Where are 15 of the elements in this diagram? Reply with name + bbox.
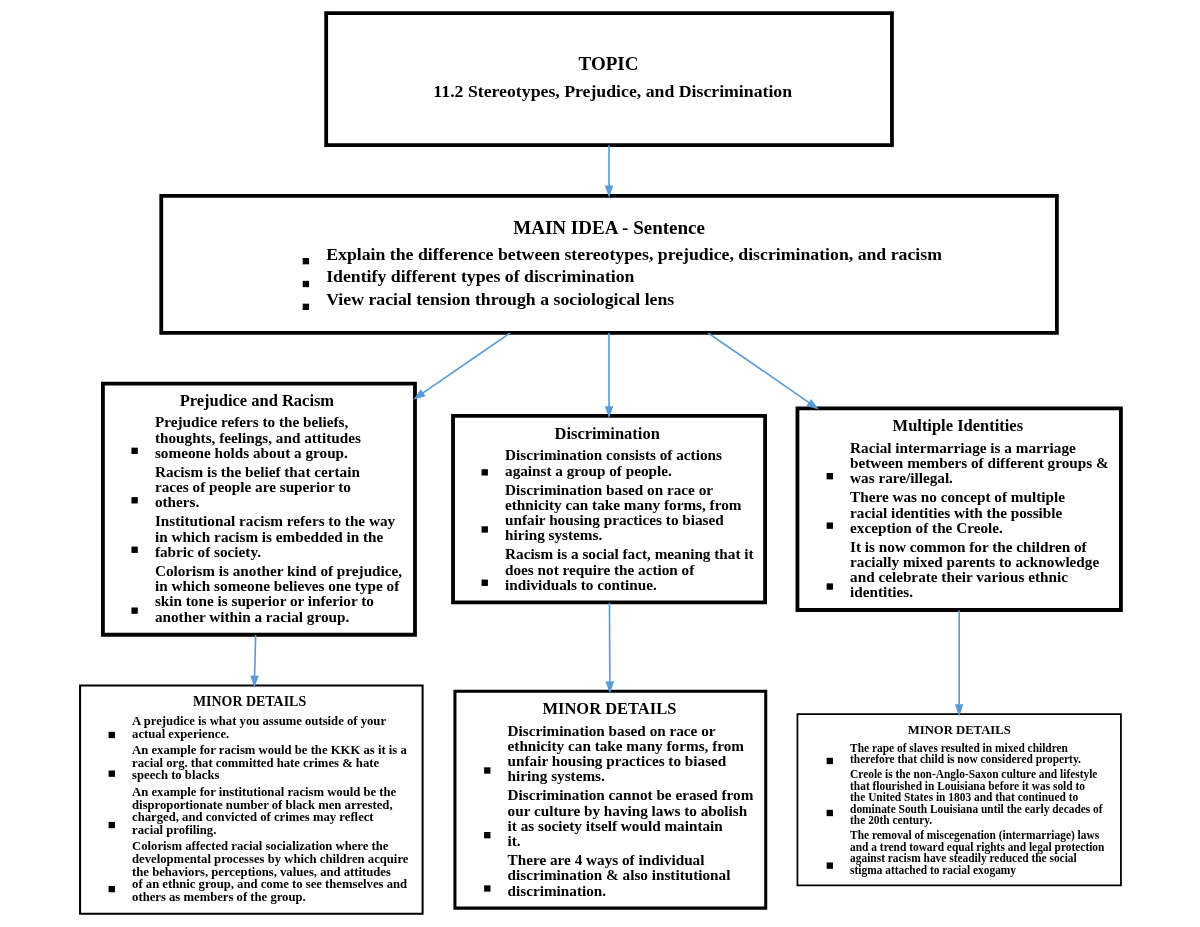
node-box: Multiple Identities Racial intermarriage is a marriage between members of different groups & was rare/illegal. There was no concept of multiple racial identities with the possible exception of the Creole. It is now common for the children of racially mixed parents to acknowledge and celebrate their various ethnic identities. (795, 406, 1123, 612)
arrow (706, 332, 819, 410)
arrow (604, 144, 613, 198)
node-box: Discrimination Discrimination consists of actions against a group of people. Discrimination based on race or ethnicity can take many forms, from unfair housing practices to biased hiring systems. Racism is a social fact, meaning that it does not require the action of individuals to continue. (450, 414, 767, 605)
node-box: MAIN IDEA - Sentence Explain the difference between stereotypes, prejudice, discrimination, and racism Identify different types of discrimination View racial tension through a sociological lens (158, 193, 1059, 335)
arrow (412, 332, 511, 400)
node-box: TOPIC 11.2 Stereotypes, Prejudice, and Discrimination (323, 11, 894, 147)
arrow (605, 601, 614, 694)
node-box: Prejudice and Racism Prejudice refers to the beliefs, thoughts, feelings, and attitudes someone holds about a group. Racism is the belief that certain races of people are superior to others. Institutional racism refers to the way in which racism is embedded in the fabric of society. Colorism is another kind of prejudice, in which someone believes one type of skin tone is superior or inferior to another within a racial group. (100, 381, 417, 637)
arrow (249, 634, 259, 688)
node-box: MINOR DETAILS Discrimination based on race or ethnicity can take many forms, from unfair housing practices to biased hiring systems. Discrimination cannot be erased from our culture by having laws to abolish it as society itself would maintain it. There are 4 ways of individual discrimination & also institutional discrimination. (452, 689, 767, 910)
arrow (604, 332, 613, 419)
arrow (954, 609, 963, 717)
node-box: MINOR DETAILS The rape of slaves resulted in mixed children therefore that child is now considered property. Creole is the non-Anglo-Saxon culture and lifestyle that flourished in Louisiana before it was sold to the United States in 1803 and that continued to dominate South Louisiana until the early decades of the 20th century. The removal of miscegenation (intermarriage) laws and a trend toward equal rights and legal protection against racism have steadily reduced the social stigma attached to racial exogamy (796, 713, 1122, 887)
node-box: MINOR DETAILS A prejudice is what you assume outside of your actual experience. An example for racism would be the KKK as it is a racial org. that committed hate crimes & hate speech to blacks An example for institutional racism would be the disproportionate number of black men arrested, charged, and convicted of crimes may reflect racial profiling. Colorism affected racial socialization where the developmental processes by which children acquire the behaviors, perceptions, values, and attitudes of an ethnic group, and come to see themselves and others as members of the group. (78, 684, 424, 915)
